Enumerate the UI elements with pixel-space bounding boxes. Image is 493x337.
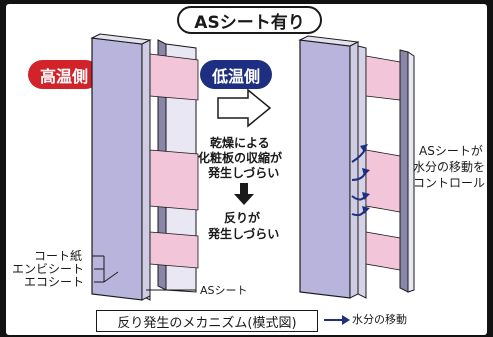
right-wall-assembly — [298, 35, 415, 299]
diagram-title: ASシート有り — [177, 6, 322, 34]
right-front-panel-face — [299, 39, 351, 299]
right-text-line1: ASシートが — [419, 144, 483, 158]
water-arrow-2-head — [362, 168, 370, 176]
label-pvc-sheet: エンビシート — [12, 262, 85, 276]
legend-arrow-head — [342, 315, 350, 325]
middle-text-line4: 反りが — [224, 211, 261, 225]
label-as-sheet: ASシート — [200, 284, 248, 297]
right-text-line3: コントロール — [413, 176, 486, 190]
solid-down-arrow — [234, 183, 254, 205]
outline-right-arrow — [217, 88, 272, 128]
right-as-sheet — [357, 45, 367, 299]
right-cavity-bottom — [365, 231, 401, 271]
label-coat-paper: コート紙 — [34, 249, 83, 263]
right-back-panel-face — [399, 49, 409, 293]
legend-label: 水分の移動 — [352, 313, 407, 326]
water-arrow-1-head — [360, 144, 368, 152]
right-cavity-mid — [365, 149, 401, 213]
left-cavity-mid — [149, 149, 199, 211]
middle-text-line5: 発生しづらい — [208, 227, 280, 241]
layer-leader-lines — [92, 255, 196, 291]
middle-text-line3: 発生しづらい — [208, 166, 280, 180]
water-arrow-4-head — [362, 206, 370, 214]
left-front-panel-edge — [141, 39, 151, 301]
left-front-panel-face — [91, 37, 143, 301]
label-eco-sheet: エコシート — [24, 275, 85, 289]
high-temp-badge: 高温側 — [28, 60, 100, 89]
middle-text-line1: 乾燥による — [210, 136, 270, 150]
left-cavity-bottom — [149, 231, 199, 269]
right-text-line2: 水分の移動を — [413, 160, 486, 174]
right-back-panel-side — [407, 51, 415, 293]
right-front-panel-edge — [349, 41, 359, 299]
middle-text-line2: 化粧板の収縮が — [198, 151, 283, 165]
left-wall-assembly — [90, 33, 199, 301]
low-temp-badge: 低温側 — [200, 60, 272, 89]
diagram-caption: 反り発生のメカニズム(模式図) — [96, 310, 318, 332]
left-cavity-top — [149, 53, 199, 101]
right-cavity-top — [365, 55, 401, 101]
water-arrow-3-head — [362, 192, 370, 200]
